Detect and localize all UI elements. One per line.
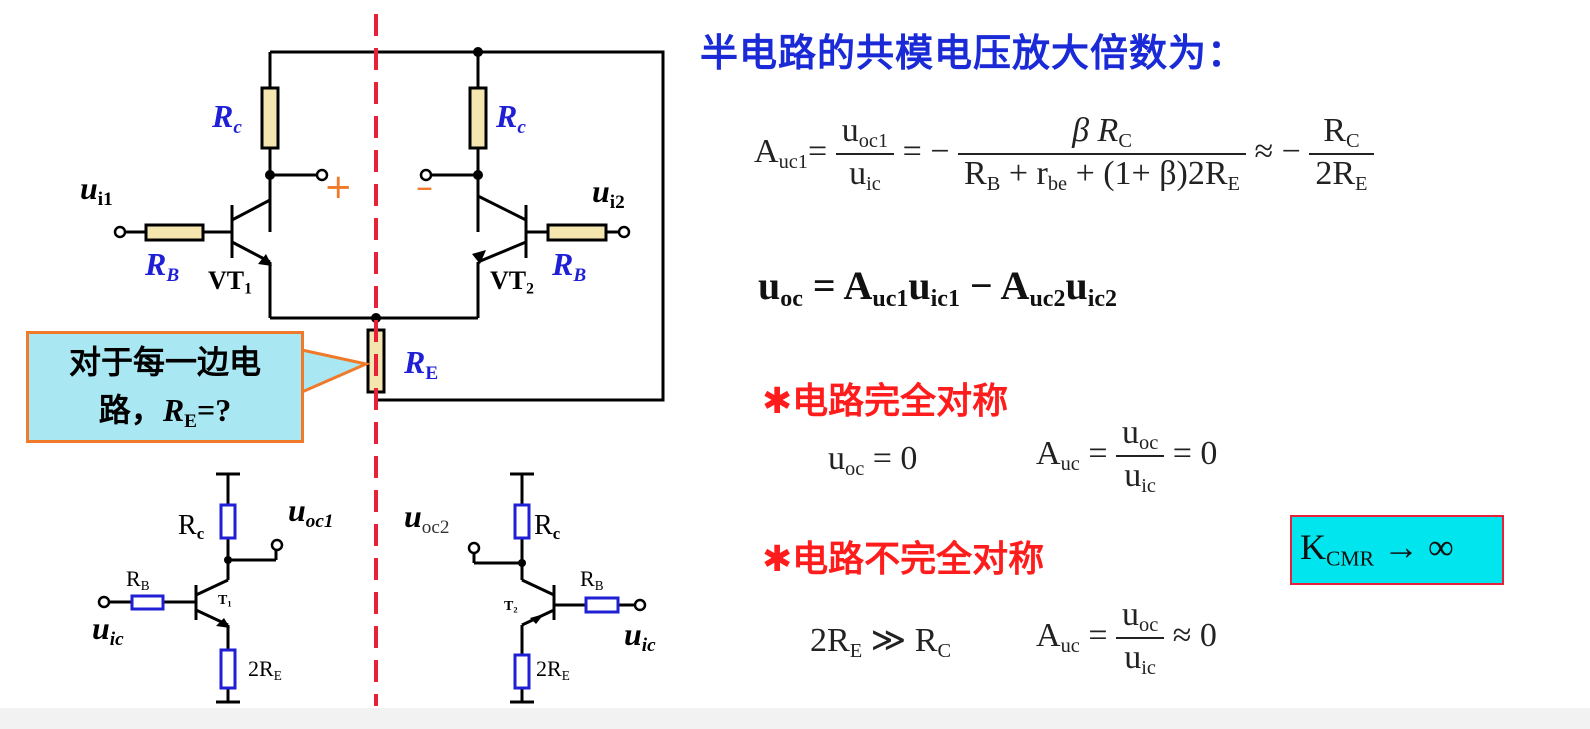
half-right-rc-label: Rc [534, 510, 561, 544]
callout-line1: 对于每一边电 [68, 343, 261, 381]
plus-sign: + [324, 167, 353, 207]
half-right-rb-label: RB [580, 566, 604, 593]
half-right-uic-label: uic [624, 616, 656, 656]
half-right-re-label: 2RE [536, 656, 570, 683]
half-left-uic-label: uic [92, 610, 124, 650]
half-left-re-label: 2RE [248, 656, 282, 683]
half-left-uoc-label: uoc1 [288, 492, 334, 532]
half-left-rc-label: Rc [178, 510, 205, 544]
symmetric-uoc: uoc = 0 [828, 440, 918, 481]
asymmetric-heading: ✱电路不完全对称 [762, 539, 1045, 580]
vt2-label: VT2 [490, 266, 534, 298]
callout-box [26, 331, 304, 443]
bottom-bar [0, 708, 1590, 729]
rc-right-resistor [468, 86, 488, 150]
uoc-formula: uoc = Auc1uic1 − Auc2uic2 [758, 263, 1118, 313]
ui2-label: ui2 [592, 173, 625, 213]
half-right-uoc-label: uoc2 [404, 498, 450, 538]
minus-sign: – [416, 167, 433, 207]
symmetric-heading: ✱电路完全对称 [762, 381, 1009, 422]
half-left-t-label: T1 [218, 593, 232, 609]
callout-text: 对于每一边电 路，RE=? [26, 338, 304, 446]
vt1-emitter-arrow [258, 254, 272, 266]
rc-right-label: Rc [496, 98, 526, 138]
top-rail-wire [270, 50, 665, 402]
half-left-rb-label: RB [126, 566, 150, 593]
asymmetric-condition: 2RE ≫ RC [810, 622, 952, 663]
callout-pointer [300, 348, 371, 395]
rb-right-label: RB [552, 246, 587, 286]
ui1-label: ui1 [80, 170, 113, 210]
rc-left-resistor [260, 86, 280, 150]
rb-right-resistor [546, 223, 608, 242]
kcmr-box [1290, 515, 1504, 585]
vt1-label: VT1 [208, 266, 252, 298]
rb-left-resistor [144, 223, 205, 242]
vt2-emitter-arrow [472, 250, 486, 264]
kcmr-formula: KCMR → ∞ [1300, 527, 1454, 571]
half-right-t-label: T2 [504, 599, 518, 615]
callout-line2: 路，RE=? [98, 391, 232, 432]
re-label: RE [404, 344, 439, 384]
page-title: 半电路的共模电压放大倍数为： [700, 31, 1247, 75]
rc-left-label: Rc [212, 98, 242, 138]
rb-left-label: RB [145, 246, 180, 286]
